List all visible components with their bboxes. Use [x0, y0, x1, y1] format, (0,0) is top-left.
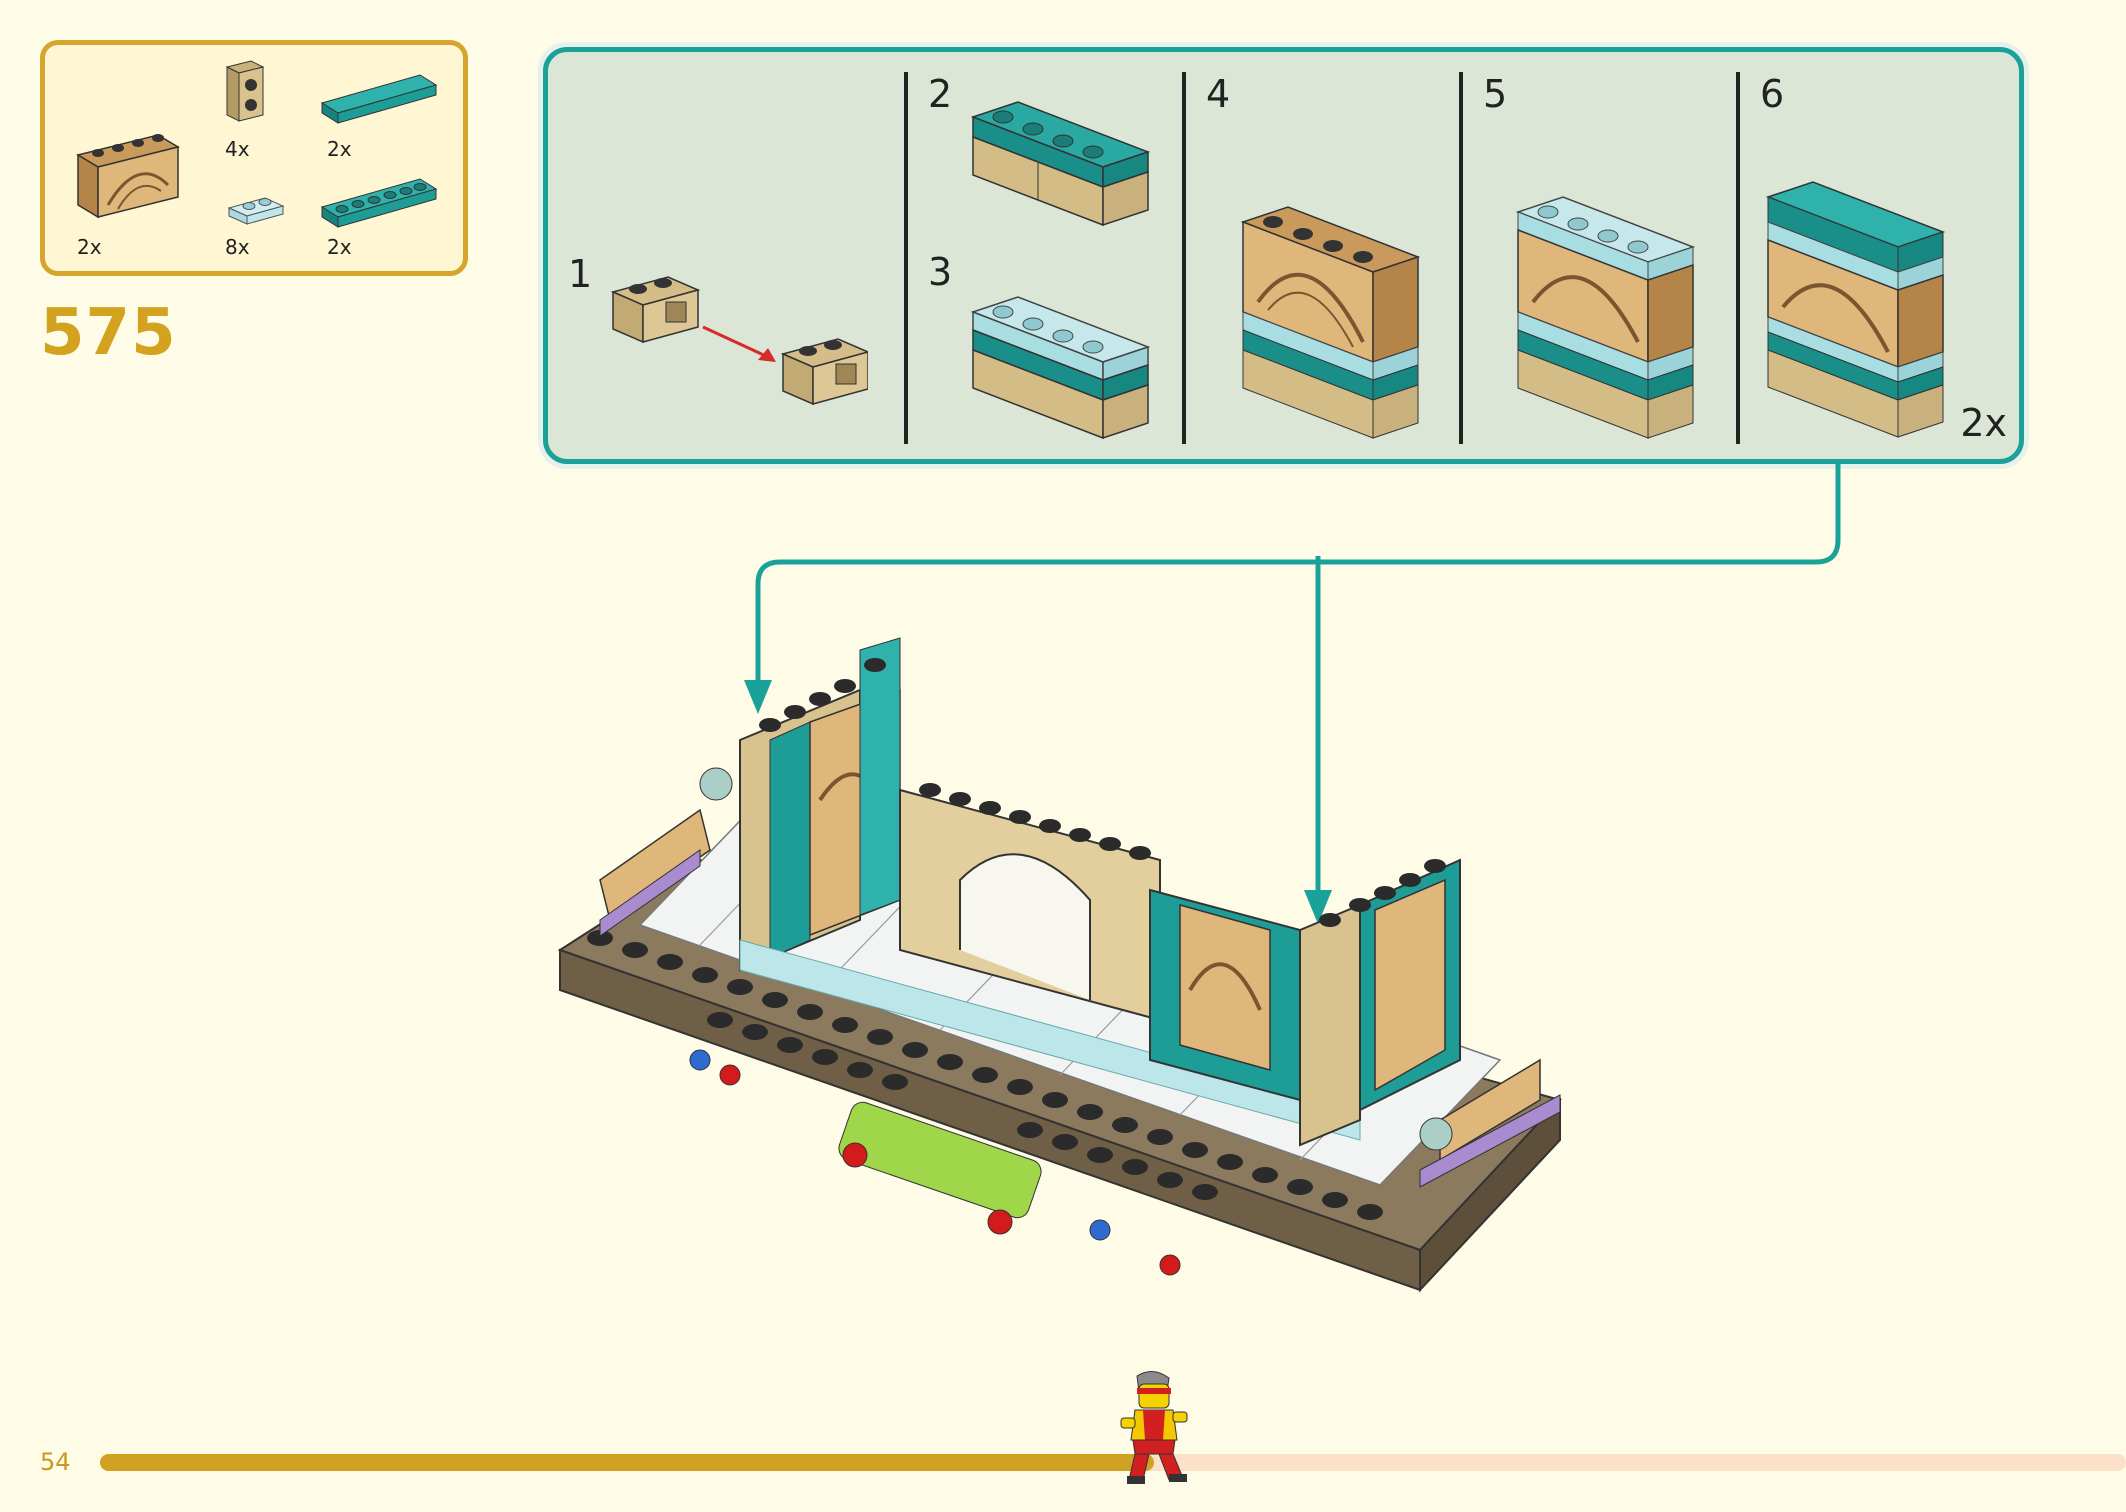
divider	[904, 72, 908, 444]
tile-part-icon	[320, 74, 438, 124]
callout-quantity: 2x	[1960, 401, 2007, 445]
page-progress-bar	[100, 1454, 2126, 1471]
page-progress-fill	[100, 1454, 1154, 1471]
parts-qty: 2x	[327, 137, 352, 161]
substep-number: 6	[1760, 72, 1785, 116]
substep-1-figure	[610, 276, 868, 406]
main-model-illustration	[557, 637, 1562, 1293]
fence-part-icon	[76, 134, 180, 219]
substep-5-figure	[1515, 196, 1696, 439]
divider	[1182, 72, 1186, 444]
substep-number: 4	[1206, 72, 1231, 116]
parts-qty: 8x	[225, 235, 250, 259]
page-number: 54	[40, 1448, 71, 1476]
sub-assembly-callout: 1 2 3 4 5 6	[543, 47, 2024, 464]
step-number: 575	[40, 296, 177, 370]
substep-3-figure	[970, 296, 1151, 440]
runner-minifigure-icon	[1120, 1371, 1188, 1484]
substep-2-figure	[970, 101, 1151, 227]
plate-part-icon	[320, 178, 438, 228]
substep-number: 3	[928, 250, 953, 294]
substep-6-figure	[1765, 181, 1946, 438]
substep-number: 2	[928, 72, 953, 116]
brick-part-icon	[225, 60, 265, 122]
parts-qty: 2x	[77, 235, 102, 259]
parts-qty: 2x	[327, 235, 352, 259]
plate-part-icon	[227, 197, 285, 225]
substep-number: 1	[568, 252, 593, 296]
divider	[1736, 72, 1740, 444]
substep-number: 5	[1483, 72, 1508, 116]
parts-list: 2x 4x 2x 8x 2x	[40, 40, 468, 276]
parts-qty: 4x	[225, 137, 250, 161]
divider	[1459, 72, 1463, 444]
substep-4-figure	[1240, 206, 1421, 439]
